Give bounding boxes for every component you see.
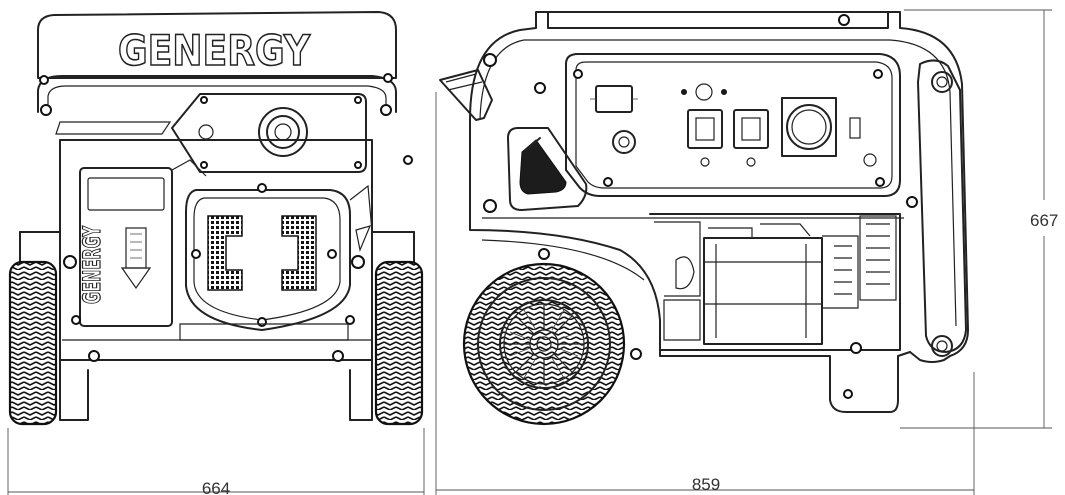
ac-socket-2 — [733, 109, 769, 149]
ac-socket-1 — [687, 109, 723, 149]
front-top-cover — [37, 11, 397, 79]
front-view: GENERGY GENERGY — [8, 11, 424, 426]
side-rear-handle — [917, 59, 967, 353]
front-vent-grille-left — [207, 215, 243, 291]
down-arrow-icon — [120, 267, 152, 290]
control-knob — [612, 130, 636, 154]
front-vent-grille-right — [281, 215, 317, 291]
engine-compartment — [649, 213, 901, 351]
front-lower-frame — [59, 231, 373, 361]
side-lower-body — [469, 119, 911, 413]
fuel-gauge-icon — [198, 124, 214, 140]
dimension-width-label: 664 — [202, 479, 230, 495]
high-power-socket — [781, 97, 837, 157]
side-view — [439, 11, 969, 426]
breaker-switch — [849, 117, 861, 139]
dimension-height: 667 — [900, 9, 1058, 429]
digital-display — [595, 85, 633, 113]
dimension-length: 859 — [435, 92, 975, 495]
fuel-cap — [258, 107, 308, 157]
front-control-box — [79, 167, 173, 327]
front-vent-slot — [55, 121, 172, 135]
front-brand-logo: GENERGY — [118, 26, 311, 75]
front-vertical-brand: GENERGY — [78, 226, 106, 304]
front-recoil-housing — [185, 189, 351, 331]
front-feet — [59, 359, 373, 421]
dimension-length-label: 859 — [692, 475, 720, 494]
indicator-light — [695, 83, 713, 101]
dimension-height-label: 667 — [1030, 211, 1058, 230]
front-handle — [37, 75, 397, 113]
side-wheel — [462, 262, 626, 426]
alternator-block — [703, 237, 823, 345]
side-shell — [469, 11, 969, 363]
dimension-width: 664 — [7, 428, 425, 495]
control-panel — [565, 53, 901, 197]
front-frame — [19, 139, 415, 233]
recoil-start — [507, 127, 588, 211]
front-wheel-left — [8, 260, 58, 426]
front-wheel-right — [374, 260, 424, 426]
side-front-handle — [439, 69, 493, 121]
front-fuel-panel — [171, 93, 367, 173]
